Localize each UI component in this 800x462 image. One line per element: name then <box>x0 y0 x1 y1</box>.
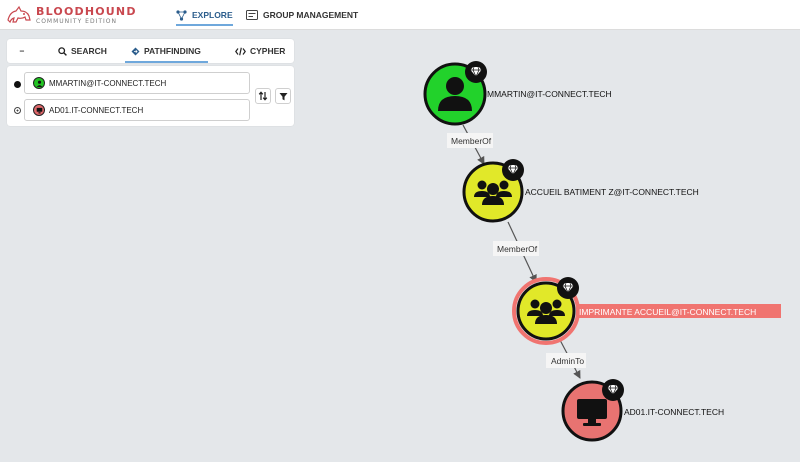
start-node-marker-icon <box>14 81 21 88</box>
computer-icon <box>33 104 45 116</box>
gem-icon <box>556 276 580 300</box>
graph-node-user[interactable]: MMARTIN@IT-CONNECT.TECH <box>423 60 612 126</box>
graph-edge-memberof-2[interactable]: MemberOf <box>493 221 539 283</box>
explore-icon <box>176 9 187 21</box>
graph-edge-adminto[interactable]: AdminTo <box>546 339 586 379</box>
node-label: IMPRIMANTE ACCUEIL@IT-CONNECT.TECH <box>579 307 756 317</box>
logo-subtitle: COMMUNITY EDITION <box>36 18 117 25</box>
end-node-value: AD01.IT-CONNECT.TECH <box>49 105 144 115</box>
tab-search[interactable]: SEARCH <box>58 39 107 63</box>
nav-explore-label: EXPLORE <box>192 10 233 20</box>
end-node-marker-icon <box>14 107 21 114</box>
collapse-panel-button[interactable]: − <box>15 39 29 63</box>
filter-icon <box>279 92 287 100</box>
tab-cypher-label: CYPHER <box>250 46 286 56</box>
tab-pathfinding-label: PATHFINDING <box>144 46 201 56</box>
nav-explore[interactable]: EXPLORE <box>176 0 233 30</box>
top-bar: BLOODHOUND COMMUNITY EDITION EXPLORE GRO… <box>0 0 800 30</box>
graph-edge-memberof-1[interactable]: MemberOf <box>447 124 493 165</box>
bloodhound-dog-icon <box>7 5 31 24</box>
graph-node-group-highlighted[interactable]: IMPRIMANTE ACCUEIL@IT-CONNECT.TECH <box>512 276 781 345</box>
nav-group-management-label: GROUP MANAGEMENT <box>263 10 359 20</box>
search-tabs: − SEARCH PATHFINDING CYPHER <box>7 39 294 63</box>
logo-title: BLOODHOUND <box>36 5 137 18</box>
edge-label: MemberOf <box>451 136 492 146</box>
tab-cypher[interactable]: CYPHER <box>235 39 285 63</box>
gem-icon <box>601 378 625 402</box>
start-node-value: MMARTIN@IT-CONNECT.TECH <box>49 78 167 88</box>
node-label: AD01.IT-CONNECT.TECH <box>624 407 724 417</box>
edge-filter-button[interactable] <box>275 88 291 104</box>
gem-icon <box>501 158 525 182</box>
user-icon <box>33 77 45 89</box>
swap-nodes-button[interactable] <box>255 88 271 104</box>
graph-node-group[interactable]: ACCUEIL BATIMENT Z@IT-CONNECT.TECH <box>462 158 699 223</box>
bloodhound-logo[interactable]: BLOODHOUND COMMUNITY EDITION <box>6 3 146 27</box>
node-label: MMARTIN@IT-CONNECT.TECH <box>487 89 612 99</box>
gem-icon <box>464 60 488 84</box>
graph-node-computer[interactable]: AD01.IT-CONNECT.TECH <box>561 378 724 442</box>
end-node-field[interactable]: AD01.IT-CONNECT.TECH <box>24 99 250 121</box>
pathfinding-panel: MMARTIN@IT-CONNECT.TECH AD01.IT-CONNECT.… <box>7 66 294 126</box>
node-label: ACCUEIL BATIMENT Z@IT-CONNECT.TECH <box>525 187 699 197</box>
pathfinding-icon <box>131 47 140 55</box>
search-icon <box>58 46 67 56</box>
edge-label: MemberOf <box>497 244 538 254</box>
swap-icon <box>258 91 268 101</box>
edge-label: AdminTo <box>551 356 584 366</box>
tab-pathfinding[interactable]: PATHFINDING <box>125 39 208 63</box>
nav-group-management[interactable]: GROUP MANAGEMENT <box>246 0 358 30</box>
group-management-icon <box>246 10 258 20</box>
tab-search-label: SEARCH <box>71 46 107 56</box>
collapse-icon: − <box>19 46 25 56</box>
code-icon <box>235 47 246 55</box>
start-node-field[interactable]: MMARTIN@IT-CONNECT.TECH <box>24 72 250 94</box>
